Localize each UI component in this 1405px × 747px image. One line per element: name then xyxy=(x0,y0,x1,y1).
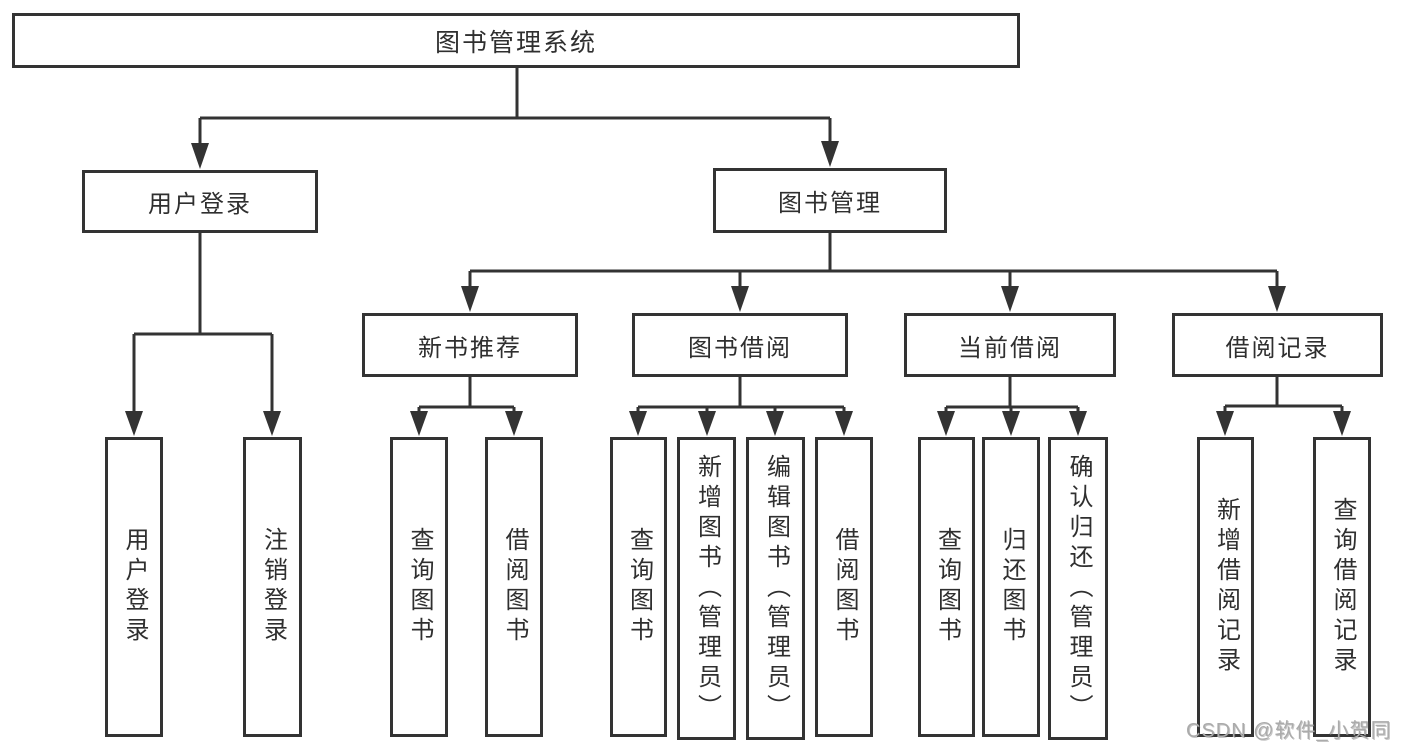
node-add-book-admin-label: 新增图书（管理员） xyxy=(693,453,721,724)
node-borrow-records: 借阅记录 xyxy=(1172,313,1383,377)
node-new-book-recommend: 新书推荐 xyxy=(362,313,578,377)
csdn-watermark: CSDN @软件_小贺同学 xyxy=(1186,720,1392,742)
node-edit-book-admin-label: 编辑图书（管理员） xyxy=(762,453,790,724)
node-query-borrow-record: 查询借阅记录 xyxy=(1313,437,1371,737)
node-recommend-borrow-book: 借阅图书 xyxy=(485,437,543,737)
node-logout: 注销登录 xyxy=(243,437,302,737)
node-user-login-leaf: 用户登录 xyxy=(105,437,163,737)
node-return-book: 归还图书 xyxy=(982,437,1040,737)
node-borrow-borrow-book-label: 借阅图书 xyxy=(831,527,858,647)
node-recommend-query-book-label: 查询图书 xyxy=(406,527,433,647)
node-add-borrow-record: 新增借阅记录 xyxy=(1197,437,1254,737)
node-root: 图书管理系统 xyxy=(12,13,1020,68)
node-book-management-label: 图书管理 xyxy=(778,190,882,217)
node-recommend-query-book: 查询图书 xyxy=(390,437,448,737)
node-add-book-admin: 新增图书（管理员） xyxy=(677,437,736,740)
node-new-book-recommend-label: 新书推荐 xyxy=(418,334,522,362)
node-return-book-label: 归还图书 xyxy=(998,527,1025,647)
node-book-borrow-label: 图书借阅 xyxy=(688,334,792,362)
node-add-borrow-record-label: 新增借阅记录 xyxy=(1212,497,1240,677)
node-recommend-borrow-book-label: 借阅图书 xyxy=(501,527,528,647)
node-edit-book-admin: 编辑图书（管理员） xyxy=(746,437,805,740)
node-book-management: 图书管理 xyxy=(713,168,947,233)
node-borrow-query-book: 查询图书 xyxy=(610,437,667,737)
node-current-borrow-label: 当前借阅 xyxy=(958,334,1062,362)
node-current-query-book-label: 查询图书 xyxy=(933,527,961,647)
node-borrow-borrow-book: 借阅图书 xyxy=(815,437,873,737)
node-query-borrow-record-label: 查询借阅记录 xyxy=(1329,497,1356,677)
node-current-borrow: 当前借阅 xyxy=(904,313,1116,377)
node-borrow-records-label: 借阅记录 xyxy=(1225,334,1330,362)
node-borrow-query-book-label: 查询图书 xyxy=(625,527,653,647)
node-root-label: 图书管理系统 xyxy=(434,28,597,57)
node-book-borrow: 图书借阅 xyxy=(632,313,848,377)
node-user-login-label: 用户登录 xyxy=(148,191,252,218)
node-confirm-return-admin-label: 确认归还（管理员） xyxy=(1065,453,1092,724)
node-confirm-return-admin: 确认归还（管理员） xyxy=(1048,437,1108,740)
node-logout-label: 注销登录 xyxy=(259,527,287,647)
node-current-query-book: 查询图书 xyxy=(918,437,975,737)
node-user-login-leaf-label: 用户登录 xyxy=(121,527,148,647)
node-user-login: 用户登录 xyxy=(82,170,318,233)
